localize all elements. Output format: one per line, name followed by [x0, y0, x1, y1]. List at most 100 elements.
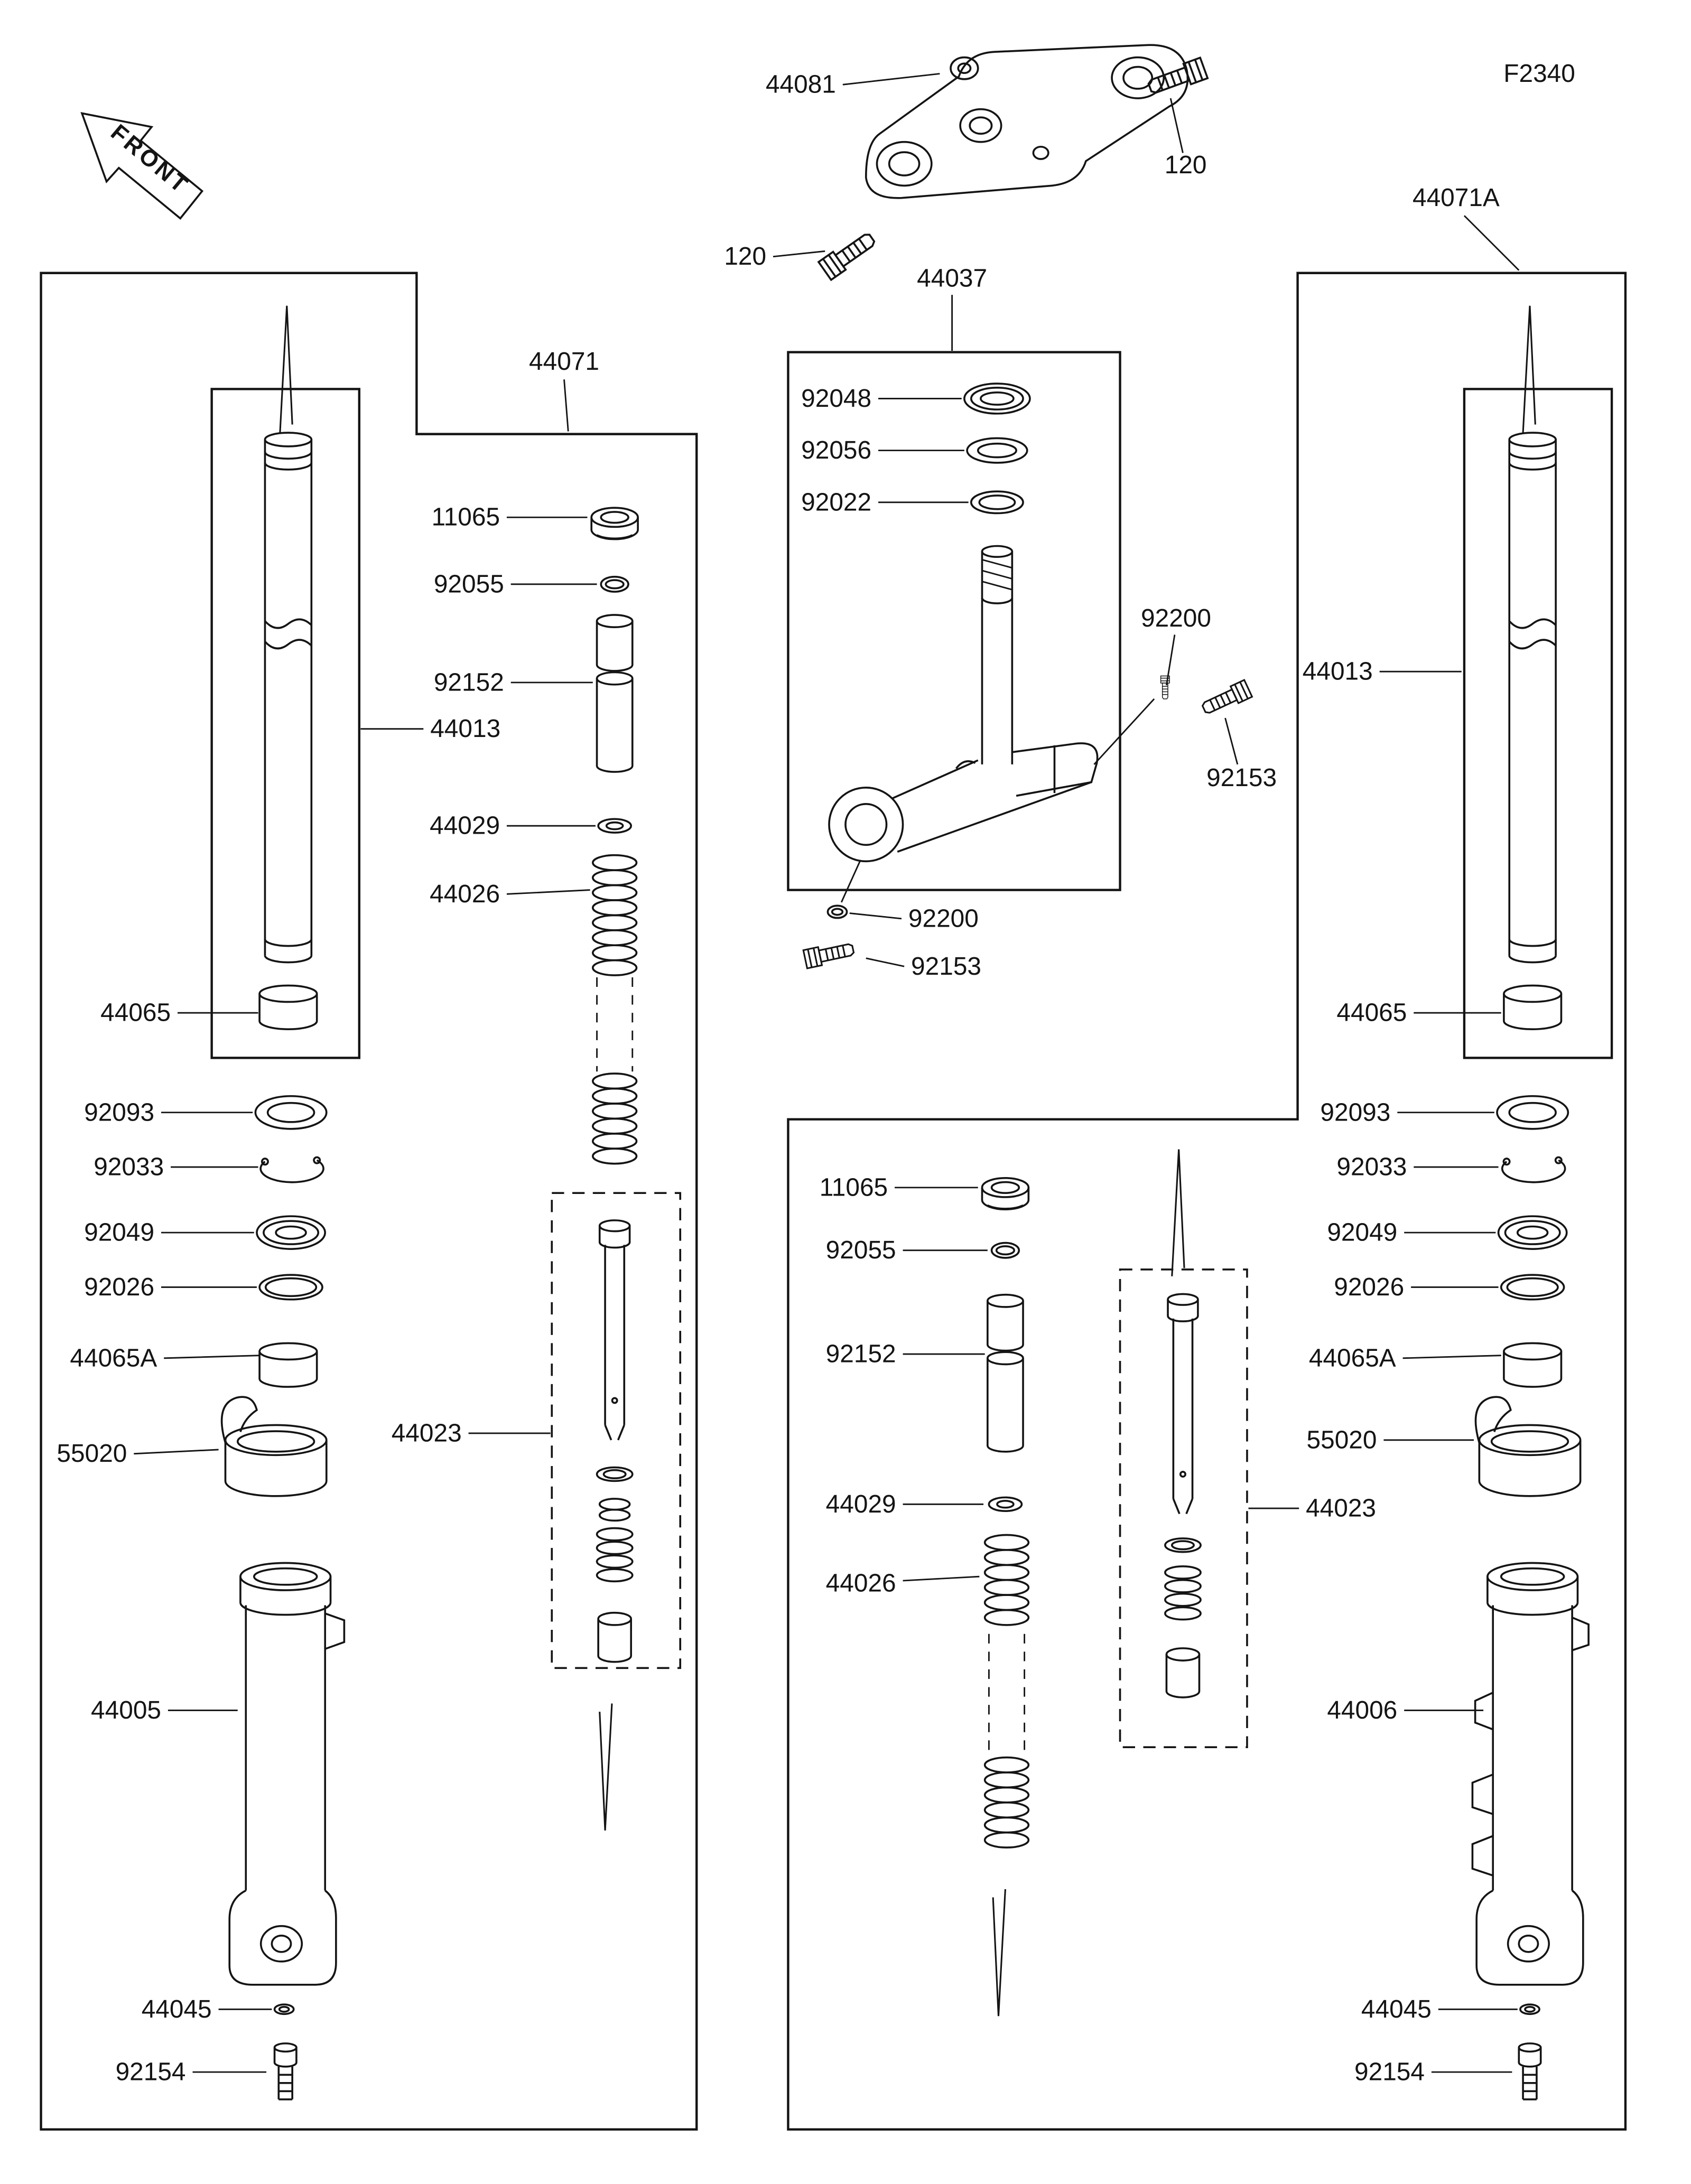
- label-44065-left: 44065: [100, 999, 171, 1027]
- label-92153-upper: 92153: [1206, 764, 1277, 792]
- label-44029-left: 44029: [430, 812, 500, 840]
- label-44023-left: 44023: [392, 1419, 462, 1447]
- label-44065A-left: 44065A: [70, 1344, 157, 1372]
- left-gasket-drawing: [273, 2003, 295, 2015]
- label-44071: 44071: [529, 348, 599, 376]
- left-spring-drawing: [591, 854, 638, 1165]
- right-damper-rod-drawing: [1164, 1148, 1202, 1698]
- right-oring-drawing: [990, 1242, 1020, 1259]
- right-damper-box: [1119, 1268, 1248, 1749]
- label-44045-left: 44045: [142, 1995, 212, 2023]
- label-11065-right: 11065: [820, 1173, 888, 1201]
- front-arrow-label: FRONT: [106, 119, 194, 199]
- left-fork-group: 44071 11065 92055 92152 44013 44029 4402…: [40, 272, 698, 2131]
- upper-triple-clamp-group: 44081 120 120: [724, 44, 1209, 281]
- label-92055-right: 92055: [826, 1236, 896, 1264]
- right-tube-box: [1463, 388, 1613, 1059]
- label-120-right: 120: [1165, 151, 1207, 179]
- figure-code: F2340: [1503, 60, 1575, 88]
- front-arrow: FRONT: [80, 112, 204, 220]
- stem-cap-drawing: [963, 382, 1031, 415]
- stem-bolt-upper-drawing: [1199, 679, 1253, 718]
- stem-washer-lower-drawing: [826, 904, 848, 919]
- label-92093-left: 92093: [84, 1098, 154, 1126]
- label-92033-left: 92033: [94, 1153, 164, 1181]
- left-tube-box: [210, 388, 361, 1059]
- steering-stem-group: 44037 92048 92056 92022 92200 92153 9220…: [787, 265, 1277, 981]
- label-44045-right: 44045: [1361, 1995, 1432, 2023]
- label-92152-left: 92152: [434, 668, 504, 696]
- label-44006: 44006: [1327, 1696, 1397, 1724]
- left-damper-box: [551, 1192, 682, 1669]
- stem-leader-lines: [840, 295, 1239, 967]
- right-spring-drawing: [983, 1534, 1030, 2017]
- right-drain-bolt-drawing: [1518, 2042, 1542, 2101]
- label-120-left: 120: [724, 242, 766, 270]
- label-92049-left: 92049: [84, 1219, 154, 1247]
- label-92026-right: 92026: [1334, 1273, 1404, 1301]
- right-snap-ring-drawing: [1501, 1156, 1566, 1183]
- label-92022: 92022: [801, 488, 871, 516]
- label-44013-right: 44013: [1303, 658, 1373, 686]
- label-92048: 92048: [801, 385, 871, 413]
- right-leader-lines: [895, 215, 1520, 2073]
- steering-stem-box: [787, 351, 1121, 891]
- right-gasket-drawing: [1519, 2003, 1540, 2015]
- left-damper-rod-drawing: [596, 1219, 634, 1832]
- left-seal-washer-drawing: [254, 1095, 328, 1130]
- label-44037: 44037: [917, 265, 987, 293]
- label-55020-right: 55020: [1307, 1426, 1377, 1454]
- label-92200-upper: 92200: [1141, 604, 1211, 632]
- right-lower-bushing-drawing: [1503, 1342, 1563, 1388]
- left-outer-tube-drawing: [228, 1562, 346, 1986]
- right-outer-tube-drawing: [1471, 1562, 1590, 1986]
- label-92153-lower: 92153: [911, 953, 981, 981]
- label-44065A-right: 44065A: [1309, 1344, 1396, 1372]
- label-11065-left: 11065: [432, 503, 500, 531]
- left-outer-box: [40, 272, 698, 2131]
- label-44029-right: 44029: [826, 1490, 896, 1518]
- left-leader-lines: [134, 379, 597, 2073]
- left-upper-bushing-drawing: [258, 984, 318, 1030]
- right-spacer-drawing: [987, 1293, 1024, 1453]
- label-44023-right: 44023: [1306, 1495, 1376, 1523]
- left-oring-drawing: [600, 575, 629, 593]
- right-washer-drawing: [988, 1496, 1023, 1513]
- right-inner-tube-drawing: [1508, 305, 1557, 964]
- label-44013-left: 44013: [430, 715, 500, 743]
- label-92093-right: 92093: [1320, 1098, 1390, 1126]
- label-44026-left: 44026: [430, 880, 500, 908]
- right-guard-drawing: [1474, 1396, 1582, 1497]
- label-44081: 44081: [766, 71, 836, 99]
- left-inner-tube-drawing: [264, 305, 313, 964]
- left-ring-drawing: [258, 1274, 323, 1301]
- left-lower-bushing-drawing: [258, 1342, 318, 1388]
- right-upper-bushing-drawing: [1503, 984, 1563, 1030]
- left-drain-bolt-drawing: [273, 2042, 298, 2101]
- stem-oring-drawing: [970, 490, 1024, 515]
- label-92026-left: 92026: [84, 1273, 154, 1301]
- label-92152-right: 92152: [826, 1340, 896, 1368]
- stem-washer-drawing: [966, 437, 1028, 464]
- right-ring-drawing: [1500, 1274, 1565, 1301]
- label-92033-right: 92033: [1336, 1153, 1407, 1181]
- stem-bolt-lower-drawing: [802, 939, 856, 969]
- left-snap-ring-drawing: [259, 1156, 324, 1183]
- label-92154-right: 92154: [1354, 2058, 1425, 2086]
- right-fork-cap-drawing: [981, 1177, 1030, 1211]
- left-spacer-drawing: [596, 614, 634, 773]
- label-92200-lower: 92200: [908, 904, 979, 932]
- label-92055-left: 92055: [434, 570, 504, 598]
- clamp-leader-lines: [773, 73, 1184, 258]
- right-outer-box: [787, 272, 1627, 2131]
- label-55020-left: 55020: [57, 1440, 127, 1468]
- label-92056: 92056: [801, 436, 871, 464]
- label-44026-right: 44026: [826, 1570, 896, 1598]
- clamp-bolt-left: [817, 228, 879, 281]
- left-guard-drawing: [220, 1396, 328, 1497]
- left-oil-seal-drawing: [256, 1215, 326, 1250]
- lower-triple-clamp-drawing: [828, 545, 1099, 863]
- label-92049-right: 92049: [1327, 1219, 1397, 1247]
- right-fork-group: 44071A 44013 11065 92055 92152 44029 440…: [787, 184, 1627, 2131]
